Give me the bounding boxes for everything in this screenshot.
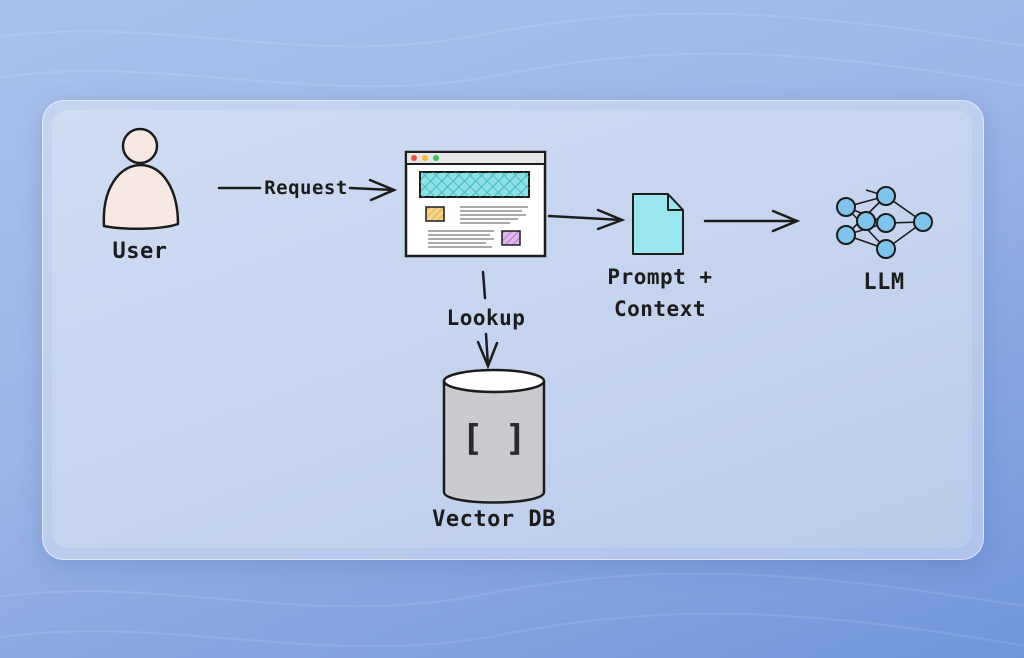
user-node: User — [102, 127, 180, 264]
window-minimize-dot — [422, 155, 428, 161]
llm-label: LLM — [863, 270, 904, 295]
app-to-prompt-arrow — [547, 208, 626, 231]
prompt-label-line1: Prompt + — [607, 265, 712, 289]
request-label: Request — [264, 177, 348, 199]
neural-network-icon — [836, 186, 933, 259]
vector-db-node: [ ] Vector DB — [432, 368, 556, 532]
llm-node: LLM — [836, 186, 933, 295]
request-arrow — [217, 178, 398, 202]
lookup-label: Lookup — [447, 306, 526, 330]
document-icon — [632, 193, 684, 255]
window-maximize-dot — [433, 155, 439, 161]
prompt-label-line2: Context — [614, 297, 706, 321]
user-icon — [102, 127, 180, 231]
prompt-to-llm-arrow — [703, 209, 801, 233]
database-icon — [442, 368, 546, 504]
user-label: User — [113, 239, 168, 264]
text-lines — [428, 206, 528, 248]
image-tile-purple — [501, 230, 521, 246]
image-tile-orange — [425, 206, 445, 222]
window-close-dot — [411, 155, 417, 161]
vector-db-label: Vector DB — [432, 507, 556, 532]
vector-glyph: [ ] — [461, 418, 526, 459]
lookup-arrow — [476, 270, 499, 370]
prompt-context-node: Prompt + Context — [607, 193, 712, 321]
app-window-node — [404, 150, 547, 258]
